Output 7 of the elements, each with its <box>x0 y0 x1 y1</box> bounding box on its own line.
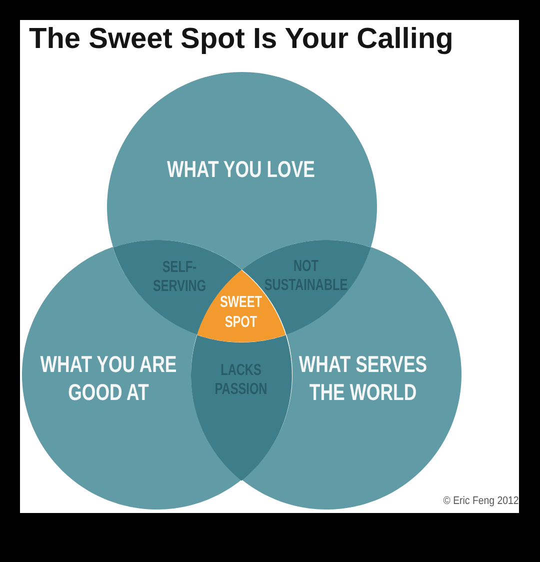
overlap-region <box>191 334 292 480</box>
circle-label: WHAT YOU LOVE <box>166 156 316 184</box>
circle-label: WHAT YOU ARE GOOD AT <box>39 351 177 407</box>
copyright-note: © Eric Feng 2012 <box>442 494 520 508</box>
circle-label: WHAT SERVES THE WORLD <box>298 351 428 407</box>
overlap-label: SWEET SPOT <box>220 292 262 333</box>
diagram-title: The Sweet Spot Is Your Calling <box>29 22 454 57</box>
